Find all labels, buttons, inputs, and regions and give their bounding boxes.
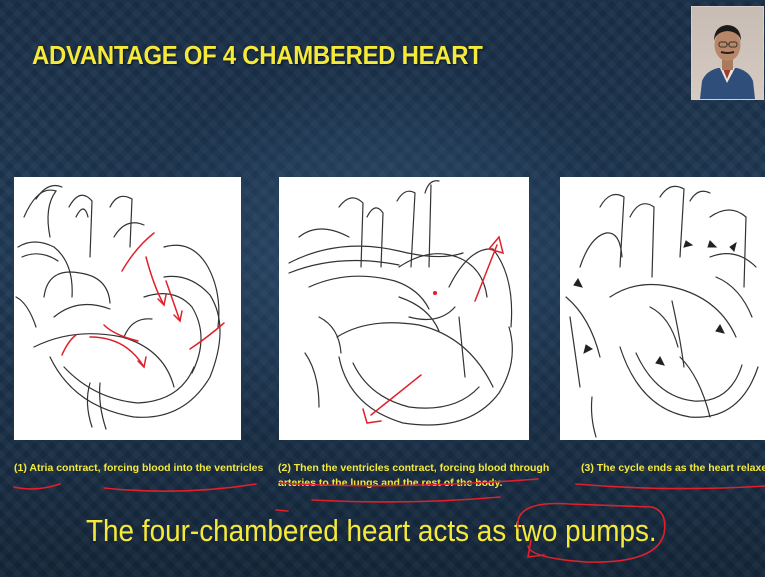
presenter-video [691, 6, 764, 100]
underline-relaxes [576, 484, 765, 489]
caption-step-3: (3) The cycle ends as the heart relaxes [581, 461, 765, 476]
underline-arteries [312, 497, 500, 502]
footer-statement: The four-chambered heart acts as two pum… [86, 513, 657, 549]
heart-sketch-2 [279, 177, 529, 440]
caption-step-1: (1) Atria contract, forcing blood into t… [14, 461, 263, 476]
heart-sketch-1 [14, 177, 241, 440]
heart-sketch-3 [560, 177, 765, 440]
underline-atria-contract [14, 484, 60, 489]
caption-step-2-line-2: arteries to the lungs and the rest of th… [278, 476, 502, 491]
dash-mark [276, 510, 288, 511]
caption-step-2-line-1: (2) Then the ventricles contract, forcin… [278, 461, 549, 476]
slide-title: ADVANTAGE OF 4 CHAMBERED HEART [32, 40, 483, 71]
underline-forcing-blood [104, 484, 256, 491]
heart-diagram-ventricles-contract [279, 177, 529, 440]
heart-diagram-heart-relaxes [560, 177, 765, 440]
heart-diagram-atria-contract [14, 177, 241, 440]
presenter-webcam-icon [692, 7, 763, 99]
